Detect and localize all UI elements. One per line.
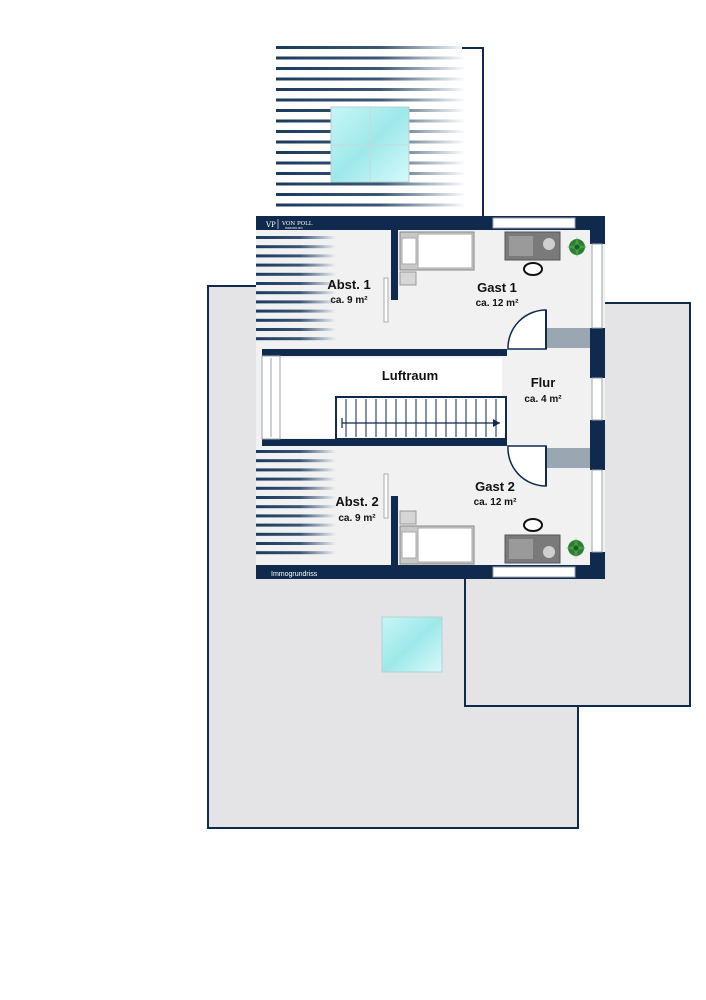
window-top [492, 217, 576, 229]
plant-icon [567, 237, 587, 257]
room-name-flur: Flur [531, 375, 556, 390]
room-name-luftraum: Luftraum [382, 368, 438, 383]
slat [276, 182, 466, 186]
room-name-abst2: Abst. 2 [335, 494, 378, 509]
slat [256, 477, 336, 481]
bed-gast1 [399, 231, 475, 286]
balcony-railing [462, 47, 484, 220]
wall-right-mid1 [590, 328, 605, 378]
slat [256, 468, 336, 472]
slat [276, 98, 466, 102]
room-area-gast2: ca. 12 m² [474, 497, 517, 508]
wall-abst2-gast2 [391, 496, 398, 565]
footer-label: Immogrundriss [271, 571, 318, 578]
room-area-abst2: ca. 9 m² [338, 513, 376, 524]
room-area-flur: ca. 4 m² [524, 394, 562, 405]
window-right-1 [591, 243, 603, 329]
slat [256, 514, 336, 518]
slat [256, 337, 336, 341]
svg-text:VON POLL: VON POLL [281, 221, 313, 227]
slat [256, 272, 336, 276]
room-name-abst1: Abst. 1 [327, 277, 370, 292]
window-right-2 [591, 377, 603, 421]
slat [256, 309, 336, 313]
wall-corridor-top [262, 349, 507, 356]
slat [276, 203, 466, 207]
slat [256, 551, 336, 555]
wall-right-mid2 [590, 420, 605, 470]
sloped-slats-bottom [256, 450, 336, 555]
desk-gast2 [504, 518, 561, 564]
slat [256, 254, 336, 258]
slat [276, 56, 466, 60]
room-name-gast1: Gast 1 [477, 280, 517, 295]
slat [256, 523, 336, 527]
slat [256, 318, 336, 322]
skylight-lower [381, 616, 443, 673]
slat [256, 291, 336, 295]
slat [256, 282, 336, 285]
slat [256, 532, 336, 536]
wall-abst1-gast1 [391, 230, 398, 300]
wall-right-top [590, 216, 605, 244]
wall-gast2-flur [546, 448, 590, 468]
bed-gast2 [399, 510, 475, 565]
slat [276, 77, 466, 81]
wall-gast1-flur [546, 328, 590, 348]
slat [256, 486, 336, 490]
svg-text:VP: VP [265, 221, 276, 229]
slat [256, 542, 336, 545]
slat [256, 236, 336, 239]
wall-corridor-bottom [262, 439, 507, 446]
slat [256, 300, 336, 304]
brand-logo: VP VON POLL IMMOBILIEN [263, 218, 317, 230]
room-area-abst1: ca. 9 m² [330, 295, 368, 306]
desk-gast1 [504, 231, 561, 276]
slat [256, 505, 336, 509]
plant-icon [566, 538, 586, 558]
room-name-gast2: Gast 2 [475, 479, 515, 494]
room-area-gast1: ca. 12 m² [476, 298, 519, 309]
slat [256, 496, 336, 499]
slat [276, 46, 466, 49]
door-swing-gast1 [507, 309, 547, 350]
svg-text:IMMOBILIEN: IMMOBILIEN [285, 227, 303, 230]
slat [256, 263, 336, 267]
door-swing-gast2 [507, 445, 547, 487]
slat [256, 245, 336, 249]
slat [256, 328, 336, 331]
slat [276, 88, 466, 91]
window-right-3 [591, 469, 603, 553]
wall-right-bottom [590, 552, 605, 579]
slat [256, 459, 336, 463]
slat [256, 450, 336, 453]
window-bottom [492, 566, 576, 578]
slat [276, 193, 466, 196]
slat [276, 67, 466, 70]
sloped-slats-top [256, 236, 336, 341]
staircase [335, 396, 507, 440]
